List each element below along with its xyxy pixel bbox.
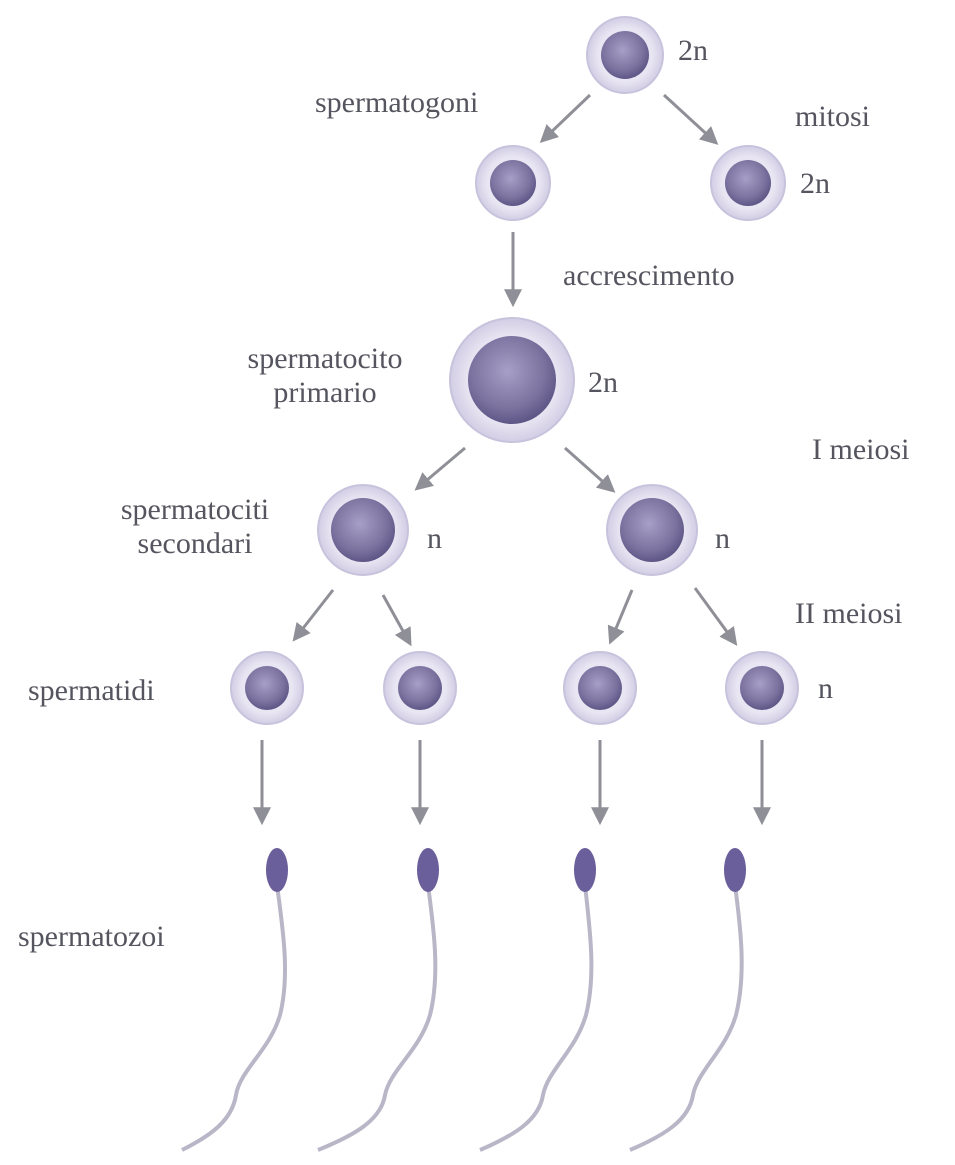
arrow-mitosis-left — [545, 95, 590, 138]
label-spermatidi: spermatidi — [28, 674, 155, 708]
spermatogonium-top — [587, 17, 663, 93]
ploidy-spermatid: n — [818, 672, 833, 706]
secondary-spermatocyte-left — [318, 485, 408, 575]
label-ii-meiosi: II meiosi — [795, 597, 902, 631]
primary-spermatocyte — [450, 318, 574, 442]
label-spermatozoi: spermatozoi — [18, 920, 165, 954]
ploidy-secondary-right: n — [715, 522, 730, 556]
spermatozoon-1 — [182, 848, 288, 1150]
label-spermatocita-primario-line1: spermatocito — [205, 342, 445, 376]
spermatogonium-right — [711, 146, 785, 220]
arrow-meiosis1-left — [420, 448, 465, 486]
arrow-meiosis1-right — [565, 448, 610, 488]
spermatid-3 — [564, 652, 636, 724]
ploidy-secondary-left: n — [427, 522, 442, 556]
arrow-meiosis2-1 — [297, 590, 333, 636]
arrow-mitosis-right — [664, 95, 713, 140]
label-spermatocita-primario: spermatocito primario — [205, 342, 445, 410]
ploidy-spermatogonium-right: 2n — [800, 167, 830, 201]
ploidy-spermatogonium-top: 2n — [678, 34, 708, 68]
label-spermatociti-secondari-line1: spermatociti — [80, 493, 310, 527]
label-spermatociti-secondari-line2: secondari — [80, 527, 310, 561]
label-accrescimento: accrescimento — [563, 259, 735, 293]
label-spermatocita-primario-line2: primario — [205, 376, 445, 410]
spermatid-4 — [726, 652, 798, 724]
label-mitosi: mitosi — [795, 100, 870, 134]
spermatid-2 — [384, 652, 456, 724]
secondary-spermatocyte-right — [607, 485, 697, 575]
spermatogonium-left — [476, 146, 550, 220]
arrow-meiosis2-2 — [383, 595, 408, 640]
spermatozoon-3 — [480, 848, 596, 1150]
label-spermatogoni: spermatogoni — [315, 86, 478, 120]
arrow-meiosis2-3 — [612, 590, 632, 638]
spermatozoon-2 — [318, 848, 439, 1150]
label-i-meiosi: I meiosi — [812, 433, 910, 467]
ploidy-primary: 2n — [588, 366, 618, 400]
arrow-meiosis2-4 — [695, 588, 733, 640]
spermatid-1 — [231, 652, 303, 724]
spermatozoon-4 — [630, 848, 746, 1150]
label-spermatociti-secondari: spermatociti secondari — [80, 493, 310, 561]
